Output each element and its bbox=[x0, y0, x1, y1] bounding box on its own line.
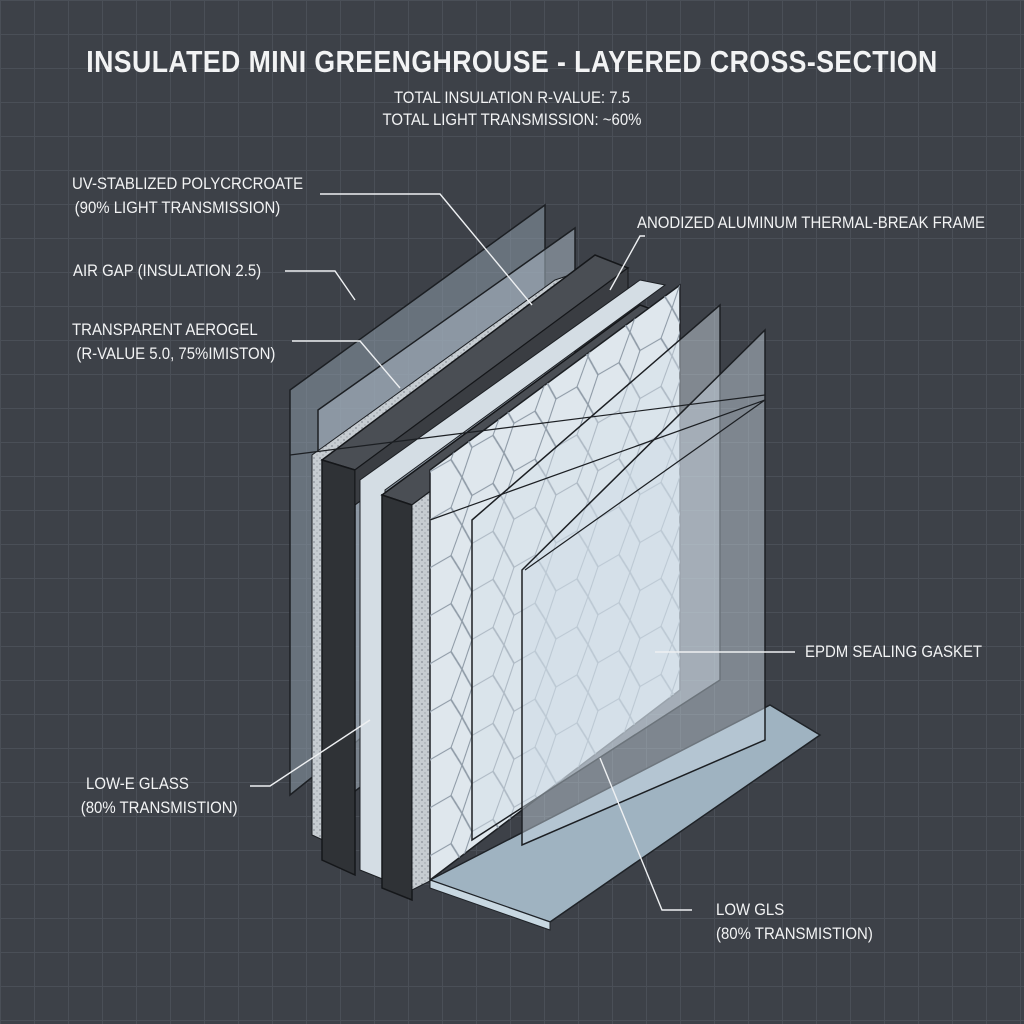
hex-pattern bbox=[430, 285, 680, 880]
label-air-gap: AIR GAP (INSULATION 2.5) bbox=[73, 259, 261, 283]
total-r-value: TOTAL INSULATION R-VALUE: 7.5 bbox=[393, 88, 631, 107]
leader-low-gls bbox=[599, 757, 692, 911]
label-aerogel: TRANSPARENT AEROGEL (R-VALUE 5.0, 75%IMI… bbox=[72, 318, 275, 366]
base-plate-edge bbox=[429, 879, 551, 931]
label-low-e-glass-detail: (80% TRANSMISTION) bbox=[80, 798, 238, 817]
label-low-e-glass-name: LOW-E GLASS bbox=[86, 774, 189, 793]
label-low-gls-name: LOW GLS bbox=[716, 900, 785, 919]
leader-aerogel bbox=[292, 340, 401, 389]
total-light-transmission: TOTAL LIGHT TRANSMISSION: ~60% bbox=[382, 110, 642, 129]
label-low-gls-detail: (80% TRANSMISTION) bbox=[716, 924, 873, 943]
label-low-gls: LOW GLS (80% TRANSMISTION) bbox=[716, 898, 873, 946]
label-frame: ANODIZED ALUMINUM THERMAL-BREAK FRAME bbox=[637, 211, 985, 235]
diagram-title: INSULATED MINI GREENGHROUSE - LAYERED CR… bbox=[86, 44, 938, 79]
label-frame-name: ANODIZED ALUMINUM THERMAL-BREAK FRAME bbox=[637, 213, 986, 232]
aerogel-layer bbox=[359, 279, 667, 881]
leader-low-e bbox=[250, 719, 371, 787]
leader-air-gap bbox=[285, 270, 356, 301]
front-glass-pane bbox=[521, 328, 766, 847]
label-aerogel-detail: (R-VALUE 5.0, 75%IMISTON) bbox=[76, 344, 276, 363]
aluminum-frame-bar-2-front bbox=[381, 493, 413, 902]
label-gasket-name: EPDM SEALING GASKET bbox=[805, 642, 983, 661]
leader-polycarbonate bbox=[320, 193, 533, 306]
top-frame-edge bbox=[289, 394, 766, 456]
leader-frame bbox=[609, 235, 645, 291]
label-air-gap-name: AIR GAP (INSULATION 2.5) bbox=[73, 261, 262, 280]
label-polycarbonate-detail: (90% LIGHT TRANSMISSION) bbox=[74, 198, 281, 217]
label-low-e-glass: LOW-E GLASS (80% TRANSMISTION) bbox=[81, 772, 238, 820]
label-gasket: EPDM SEALING GASKET bbox=[805, 640, 982, 664]
label-aerogel-name: TRANSPARENT AEROGEL bbox=[72, 320, 258, 339]
label-polycarbonate-name: UV-STABLIZED POLYCRCROATE bbox=[72, 174, 304, 193]
top-frame-edge-2 bbox=[429, 399, 766, 571]
label-polycarbonate: UV-STABLIZED POLYCRCROATE (90% LIGHT TRA… bbox=[72, 172, 303, 220]
aluminum-frame-bar-front bbox=[321, 458, 356, 877]
